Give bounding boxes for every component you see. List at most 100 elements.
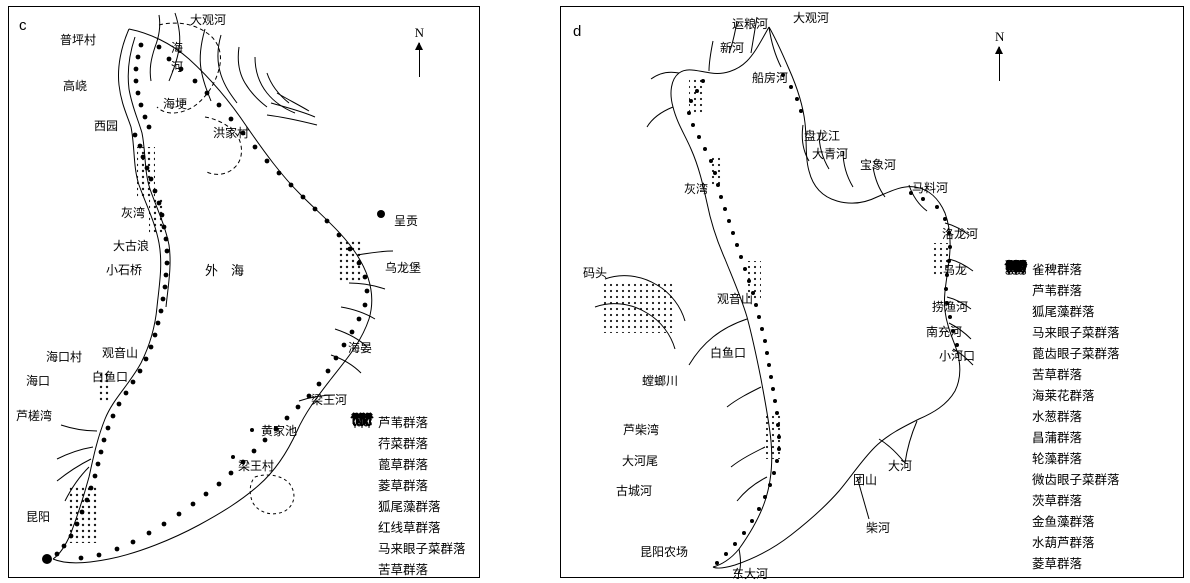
legend-item: 蓖草群落 (351, 414, 466, 474)
place-label: 普坪村 (60, 33, 97, 47)
north-arrow-c: N (415, 25, 424, 77)
place-label: 大古浪 (113, 239, 150, 253)
legend-label: 马来眼子菜群落 (378, 541, 466, 556)
place-label: 洪家村 (213, 126, 250, 140)
legend-item: 昌蒲群落 (1005, 260, 1120, 447)
legend-item: 马来眼子菜群落 (350, 415, 466, 558)
place-label: 大观河 (190, 13, 227, 27)
legend-item: 茨草群落 (1005, 261, 1120, 510)
place-label: 白鱼口 (92, 370, 129, 384)
place-label: 宝象河 (860, 158, 897, 172)
place-label: 芦柴湾 (623, 423, 660, 437)
legend-item: 金鱼藻群落 (1005, 260, 1120, 531)
legend-item: 蓖齿眼子菜群落 (1005, 260, 1120, 363)
map-drawing-c (42, 12, 394, 564)
legend-d: 雀稗群落芦苇群落狐尾藻群落马来眼子菜群落蓖齿眼子菜群落苦草群落海莱花群落水葱群落… (1004, 258, 1120, 573)
legend-label: 雀稗群落 (1032, 262, 1083, 277)
legend-label: 马来眼子菜群落 (1032, 325, 1120, 340)
legend-label: 菱草群落 (378, 478, 429, 493)
place-label: 呈贡 (394, 214, 419, 228)
place-label: 高峣 (63, 79, 88, 93)
north-arrow-d: N (995, 29, 1004, 81)
north-label-c: N (414, 25, 424, 40)
legend-label: 狐尾藻群落 (378, 499, 441, 514)
place-label: 东大河 (732, 567, 769, 581)
legend-item: 菱草群落 (351, 413, 466, 495)
place-label: 运粮河 (732, 17, 769, 31)
place-label: 柴河 (866, 521, 891, 535)
legend-item: 水葱群落 (1005, 260, 1120, 426)
place-label: 西园 (94, 119, 119, 133)
legend-label: 金鱼藻群落 (1032, 514, 1095, 529)
map-panel-d: d N (560, 6, 1184, 578)
legend-label: 海莱花群落 (1032, 388, 1095, 403)
place-label: 大河 (888, 459, 913, 473)
fox-icon (351, 413, 373, 514)
legend-c: 芦苇群落荇菜群落蓖草群落菱草群落狐尾藻群落红线草群落马来眼子菜群落苦草群落 (350, 411, 466, 579)
place-label: 海埂 (163, 97, 188, 111)
place-label: 海口 (26, 374, 51, 388)
place-label: 团山 (853, 473, 878, 487)
place-label: 河 (171, 60, 184, 74)
place-label: 捞渔河 (932, 300, 969, 314)
place-label: 黄家池 (261, 424, 298, 438)
legend-label: 蓖草群落 (378, 457, 429, 472)
place-label: 小河口 (939, 349, 976, 363)
place-label: 外 海 (205, 264, 245, 279)
shuicong-icon (1005, 260, 1027, 424)
place-label: 新河 (720, 41, 745, 55)
place-label: 古城河 (616, 484, 653, 498)
place-label: 洛龙河 (942, 227, 979, 241)
legend-item: 水葫芦群落 (1005, 261, 1120, 552)
place-label: 灰湾 (684, 182, 709, 196)
legend-item: 马来眼子菜群落 (1004, 262, 1120, 342)
place-label: 盘龙江 (804, 129, 841, 143)
legend-item: 狐尾藻群落 (1005, 260, 1120, 321)
legend-label: 苦草群落 (1032, 367, 1083, 382)
legend-item: 轮藻群落 (1005, 260, 1120, 468)
north-arrow-shaft-c (414, 42, 423, 77)
place-label: 船房河 (752, 71, 789, 85)
jiao-symbol-icon (1006, 260, 1026, 271)
ku-icon (1005, 260, 1027, 382)
place-label: 海口村 (46, 350, 83, 364)
ku-symbol-icon (353, 413, 372, 426)
legend-label: 昌蒲群落 (1032, 430, 1083, 445)
cicao-icon (1005, 261, 1027, 508)
place-label: 梁王村 (238, 459, 275, 473)
legend-item: 菱草群落 (1005, 260, 1120, 573)
changpu-icon (1005, 260, 1027, 445)
legend-label: 芦苇群落 (378, 415, 429, 430)
legend-item: 芦苇群落 (1005, 259, 1120, 300)
legend-label: 水葱群落 (1032, 409, 1083, 424)
legend-label: 红线草群落 (378, 520, 441, 535)
legend-item: 苦草群落 (1005, 260, 1120, 384)
map-drawing-d (594, 16, 974, 574)
place-label: 观音山 (102, 346, 139, 360)
malai-icon (350, 415, 374, 556)
place-label: 观音山 (717, 292, 754, 306)
legend-label: 芦苇群落 (1032, 283, 1083, 298)
place-label: 白鱼口 (710, 346, 747, 360)
place-label: 梁王河 (311, 393, 348, 407)
place-label: 海 (171, 41, 184, 55)
legend-label: 轮藻群落 (1032, 451, 1083, 466)
place-label: 螳螂川 (642, 374, 679, 388)
legend-item: 荇菜群落 (351, 414, 466, 453)
dian-icon (351, 414, 373, 472)
fuchai-icon (351, 414, 373, 451)
ku-icon (351, 413, 373, 577)
place-label: 大观河 (793, 11, 830, 25)
jiao-icon (351, 413, 373, 493)
fox-icon (1005, 260, 1027, 319)
place-label: 乌龙堡 (385, 261, 422, 275)
jinyu-icon (1005, 260, 1027, 529)
jiao-icon (1005, 260, 1027, 571)
place-label: 昆阳 (26, 510, 51, 524)
place-label: 大河尾 (622, 454, 659, 468)
north-label-d: N (995, 29, 1005, 44)
lunye-icon (1005, 260, 1027, 466)
legend-label: 苦草群落 (378, 562, 429, 577)
place-label: 小石桥 (106, 263, 143, 277)
